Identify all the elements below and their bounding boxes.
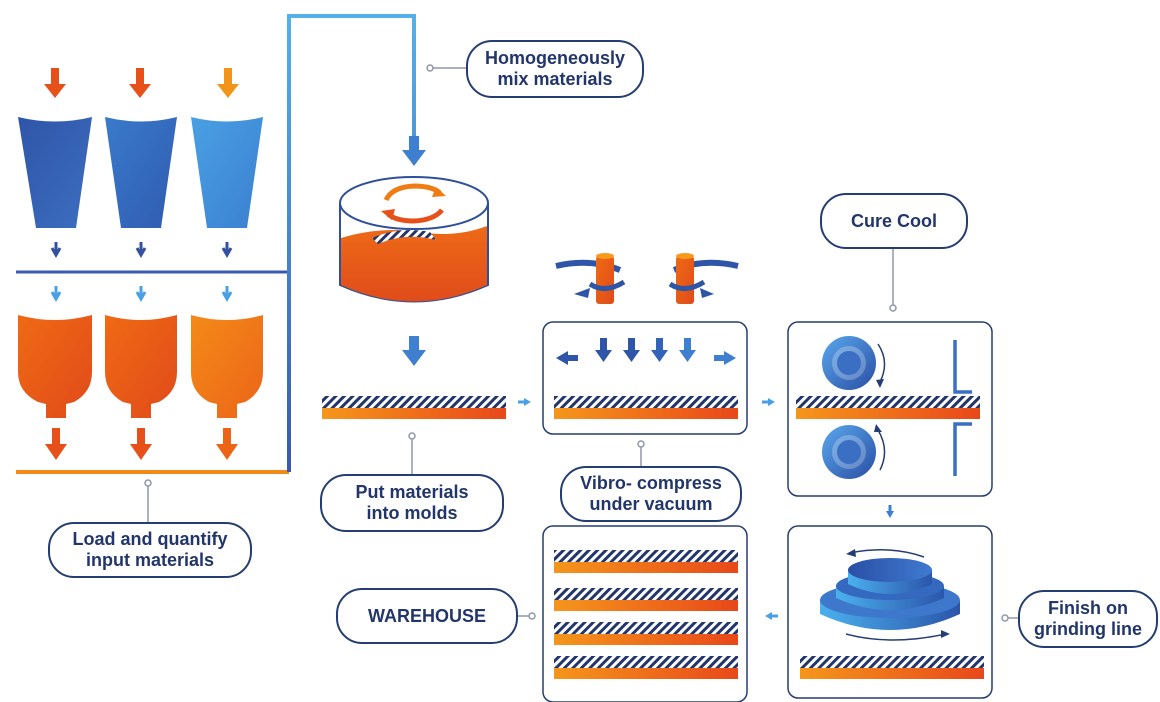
- small-arrow-icon: [50, 242, 233, 303]
- mold-slab: [322, 396, 531, 474]
- roller-icon: [822, 336, 886, 479]
- grinding-unit: [765, 525, 1018, 699]
- step-label-warehouse: WAREHOUSE: [336, 588, 518, 644]
- grinding-disc-icon: [820, 549, 960, 641]
- step-label-finish: Finish on grinding line: [1018, 590, 1158, 648]
- input-arrow-icon: [44, 68, 239, 98]
- vibro-compressor: [542, 253, 775, 470]
- mixer: [339, 64, 489, 366]
- step-label-load: Load and quantify input materials: [48, 522, 252, 578]
- step-label-vibro: Vibro- compress under vacuum: [560, 466, 742, 522]
- hopper-cones: [18, 117, 263, 228]
- step-label-cure: Cure Cool: [820, 193, 968, 249]
- step-label-mix: Homogeneously mix materials: [466, 40, 644, 98]
- rotation-arrows-icon: [381, 183, 446, 224]
- output-arrow-icon: [45, 428, 238, 460]
- step-label-mold: Put materials into molds: [320, 474, 504, 532]
- warehouse-stack: [518, 525, 748, 702]
- weigh-hoppers: [18, 315, 263, 418]
- dosing-station: [16, 14, 416, 522]
- pressure-arrows-icon: [556, 338, 736, 365]
- cure-cool-unit: [787, 249, 993, 518]
- vibrator-icon: [555, 253, 739, 304]
